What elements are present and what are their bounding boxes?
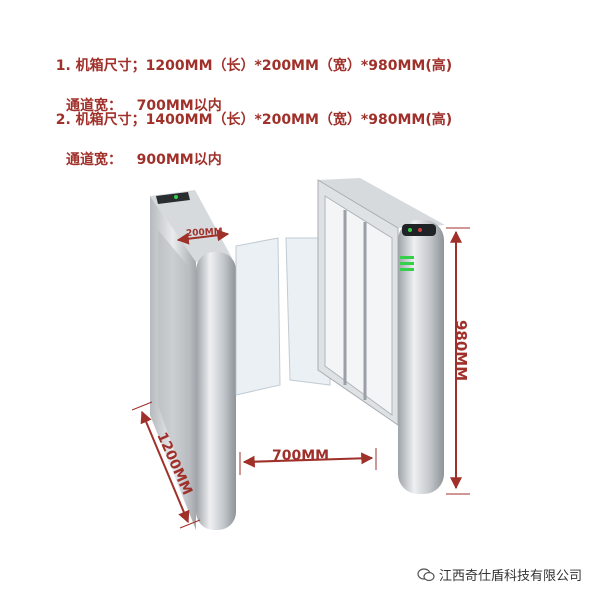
left-glass-wing	[235, 237, 281, 396]
spec-2-channel-width: 通道宽： 900MM以内	[66, 152, 222, 168]
length-arrow	[140, 410, 190, 524]
left-cabinet	[150, 190, 236, 530]
watermark-text: 江西奇仕盾科技有限公司	[438, 569, 582, 584]
width-dimension-label: 200MM	[185, 227, 223, 239]
right-cabinet	[317, 178, 445, 494]
spec-option-1: 1. 机箱尺寸；1200MM（长）*200MM（宽）*980MM(高) 通道宽：…	[46, 36, 452, 136]
wechat-icon	[417, 567, 435, 581]
right-green-indicator	[400, 256, 414, 259]
width-arrow	[176, 229, 230, 245]
height-dimension-label: 980MM	[452, 320, 470, 382]
spec-option-2: 2. 机箱尺寸；1400MM（长）*200MM（宽）*980MM(高) 通道宽：…	[46, 90, 452, 190]
spec-1-channel-width: 通道宽： 700MM以内	[66, 98, 222, 114]
spec-2-cabinet-size: 2. 机箱尺寸；1400MM（长）*200MM（宽）*980MM(高)	[55, 112, 453, 128]
left-display-panel	[156, 192, 190, 204]
spec-1-cabinet-size: 1. 机箱尺寸；1200MM（长）*200MM（宽）*980MM(高)	[55, 58, 453, 74]
channel-arrow	[242, 452, 374, 468]
company-watermark: 江西奇仕盾科技有限公司	[417, 565, 582, 584]
left-green-indicator	[174, 195, 178, 199]
channel-dimension-label: 700MM	[272, 448, 330, 464]
